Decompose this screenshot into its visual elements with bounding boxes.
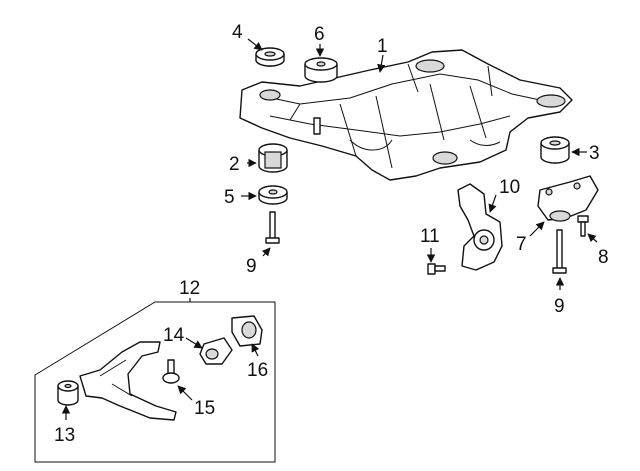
- insulator-lower-part[interactable]: [258, 185, 288, 205]
- callout-10: 10: [499, 177, 520, 198]
- lower-control-arm-part[interactable]: [79, 341, 177, 421]
- callout-16: 16: [247, 360, 268, 381]
- callout-7: 7: [516, 234, 527, 255]
- callout-3: 3: [589, 143, 600, 164]
- upper-insulator-part[interactable]: [255, 47, 285, 67]
- bolt-knuckle-part[interactable]: [427, 263, 446, 275]
- steering-knuckle-part[interactable]: [457, 183, 503, 271]
- callout-4: 4: [232, 22, 243, 43]
- mount-bracket-part[interactable]: [537, 175, 599, 222]
- lower-insulator-part[interactable]: [304, 57, 338, 83]
- callout-labels: 1 2 3 4 5 6 7 8 9 9 10 11 12 13 14 15 16: [54, 22, 609, 446]
- bolt-right-part[interactable]: [552, 229, 567, 274]
- callout-13: 13: [54, 425, 75, 446]
- callout-15: 15: [194, 398, 215, 419]
- callout-1: 1: [377, 36, 388, 57]
- leader-lines: [61, 38, 598, 420]
- bolt-left-part[interactable]: [265, 211, 280, 244]
- bushing-right-part[interactable]: [540, 136, 570, 164]
- callout-14: 14: [163, 325, 185, 346]
- bolt-small-part[interactable]: [577, 215, 589, 237]
- callout-11: 11: [420, 226, 440, 247]
- callout-8: 8: [598, 247, 609, 268]
- callout-9-left: 9: [246, 256, 257, 277]
- ball-joint-part[interactable]: [162, 359, 180, 384]
- control-arm-group-box: [34, 301, 276, 463]
- control-arm-bushing-part[interactable]: [57, 380, 79, 406]
- bushing-bracket-part[interactable]: [231, 315, 263, 347]
- callout-5: 5: [224, 187, 235, 208]
- callout-2: 2: [229, 154, 240, 175]
- bushing-left-part[interactable]: [258, 143, 288, 173]
- callout-6: 6: [314, 24, 325, 45]
- callout-12: 12: [179, 278, 200, 299]
- rear-bushing-part[interactable]: [199, 337, 233, 365]
- callout-9-right: 9: [554, 296, 565, 317]
- engine-cradle-part[interactable]: [239, 49, 573, 181]
